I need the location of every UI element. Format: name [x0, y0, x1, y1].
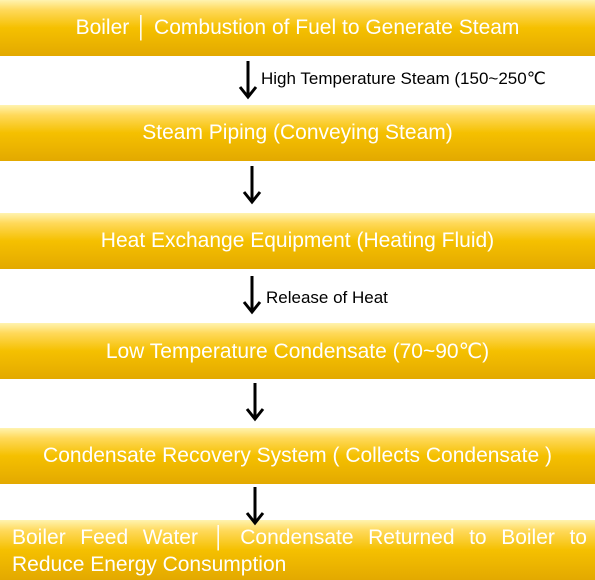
step-boiler: Boiler │ Combustion of Fuel to Generate … [0, 0, 595, 56]
down-arrow-icon [242, 275, 262, 315]
step-condensate-recovery: Condensate Recovery System ( Collects Co… [0, 428, 595, 484]
step-boiler-feed-water: Boiler Feed Water │ Condensate Returned … [0, 520, 595, 580]
arrow-label-high-temp-steam: High Temperature Steam (150~250℃ [261, 69, 546, 88]
arrow-label-release-heat: Release of Heat [266, 288, 388, 307]
step-steam-piping: Steam Piping (Conveying Steam) [0, 105, 595, 161]
down-arrow-icon [245, 382, 265, 422]
down-arrow-icon [238, 60, 258, 100]
step-low-temp-condensate: Low Temperature Condensate (70~90℃) [0, 323, 595, 379]
down-arrow-icon [245, 486, 265, 526]
step-heat-exchange: Heat Exchange Equipment (Heating Fluid) [0, 213, 595, 269]
down-arrow-icon [242, 165, 262, 205]
step-boiler-feed-water-label: Boiler Feed Water │ Condensate Returned … [12, 526, 587, 576]
